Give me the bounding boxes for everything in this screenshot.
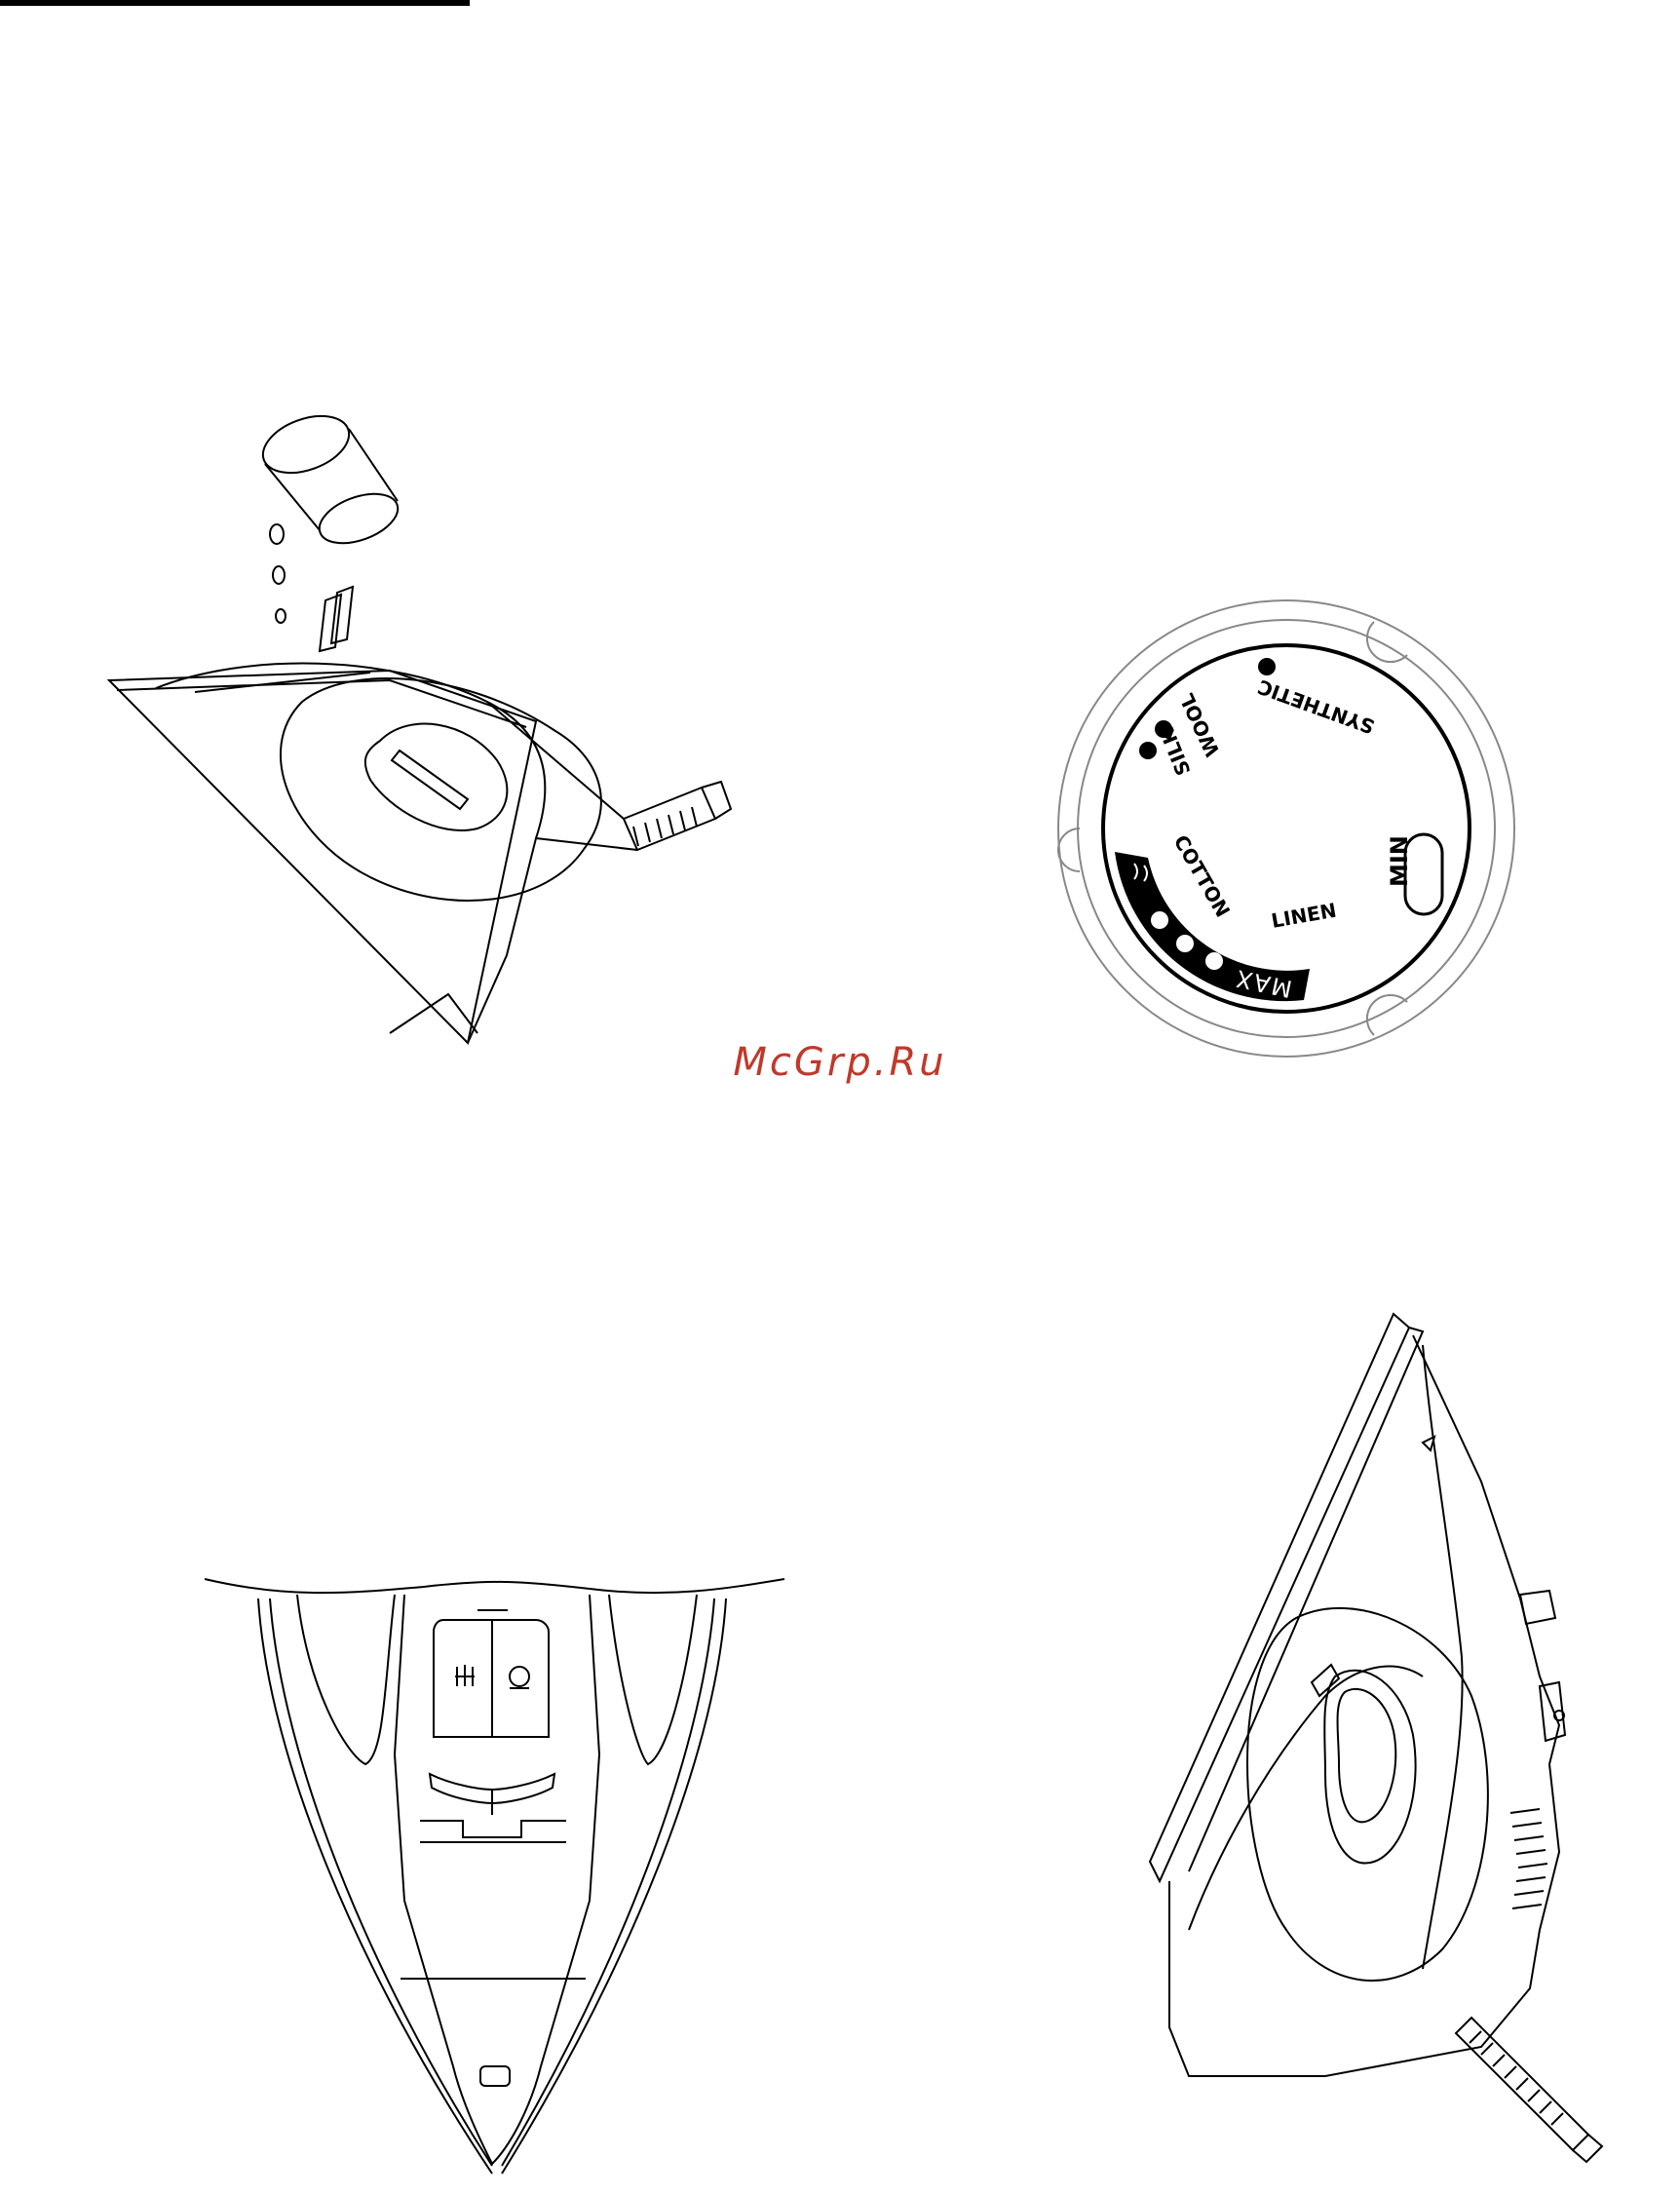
temperature-dial-icon: MAX MIN SYNTHETIC WOOL SILK COTTON LINEN xyxy=(1054,597,1518,1060)
dial-max-label: MAX xyxy=(1232,964,1294,1003)
dial-cotton-label: COTTON xyxy=(1169,831,1235,922)
dial-linen-label: LINEN xyxy=(1270,899,1338,933)
iron-filling-water-icon xyxy=(97,409,760,1072)
steam-iron-side-icon xyxy=(1130,1306,1618,2183)
dial-synthetic-label: SYNTHETIC xyxy=(1255,674,1378,738)
dial-min-label: MIN xyxy=(1386,835,1413,887)
watermark: McGrp.Ru xyxy=(0,1033,1680,1092)
header-rule xyxy=(0,0,470,6)
iron-handle-buttons-icon xyxy=(200,1560,794,2183)
